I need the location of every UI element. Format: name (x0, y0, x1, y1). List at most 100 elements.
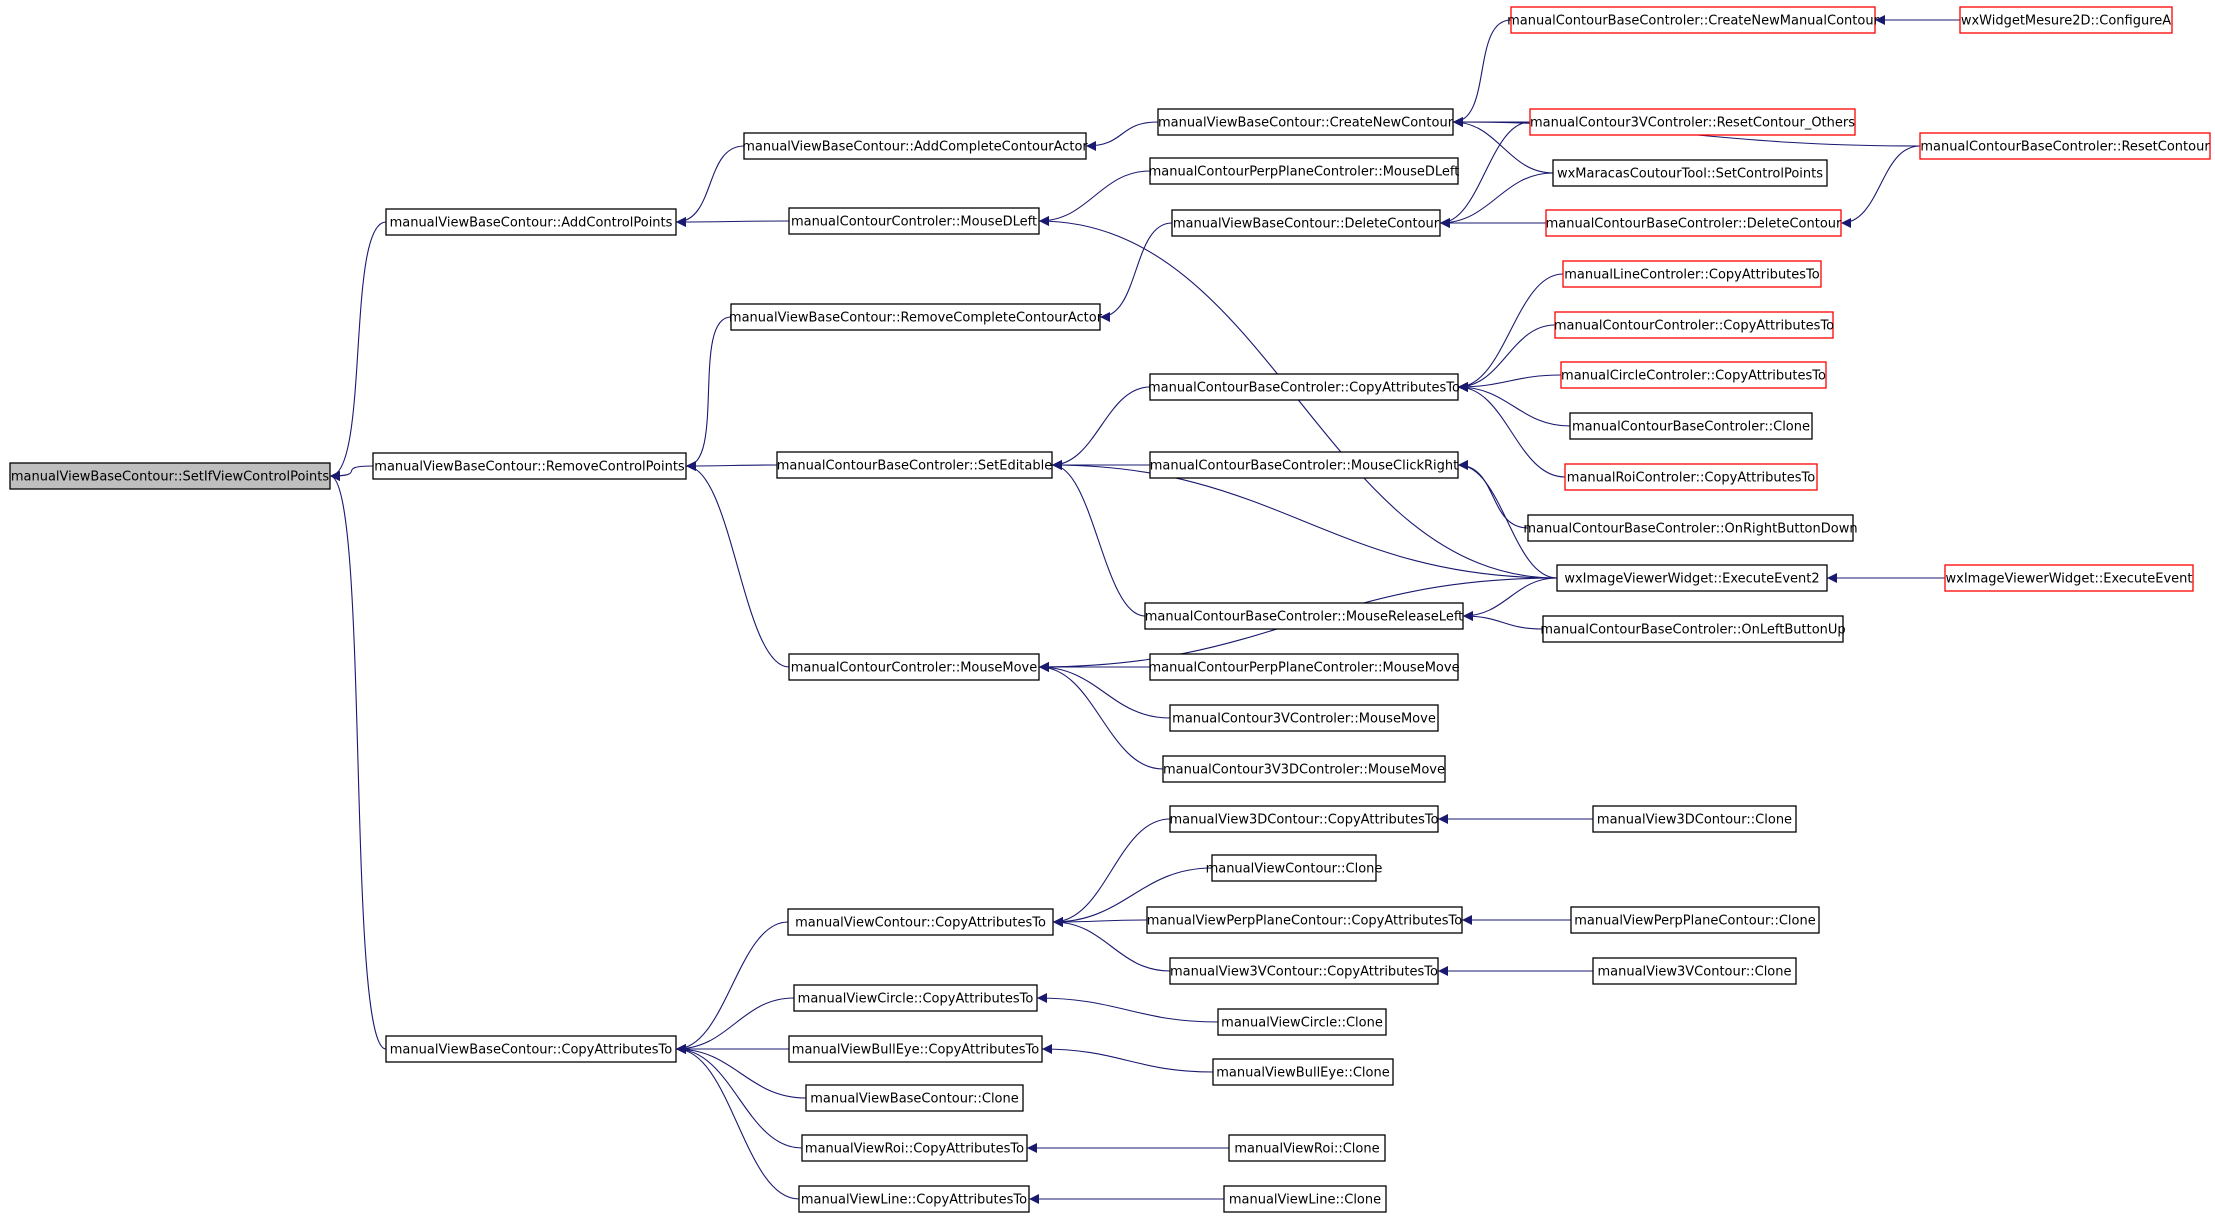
node-label: manualViewBullEye::Clone (1216, 1066, 1389, 1081)
node-box (1144, 602, 1464, 630)
graph-node[interactable]: manualViewContour::Clone (1206, 854, 1383, 882)
graph-node[interactable]: manualContourBaseControler::OnRightButto… (1523, 514, 1858, 542)
graph-node[interactable]: manualViewBullEye::CopyAttributesTo (788, 1035, 1043, 1063)
graph-node[interactable]: manualViewCircle::CopyAttributesTo (793, 984, 1038, 1012)
node-label: manualViewBaseContour::RemoveCompleteCon… (729, 311, 1103, 326)
edge-n33-to-n3 (675, 921, 789, 1054)
graph-node[interactable]: manualCircleControler::CopyAttributesTo (1560, 361, 1827, 389)
graph-node[interactable]: manualLineControler::CopyAttributesTo (1562, 260, 1822, 288)
graph-node[interactable]: manualViewContour::CopyAttributesTo (787, 908, 1054, 936)
graph-node[interactable]: manualViewBaseContour::CreateNewContour (1157, 108, 1454, 136)
edge-n44-to-n35 (1041, 1044, 1214, 1073)
graph-node[interactable]: manualView3DContour::Clone (1592, 805, 1797, 833)
node-label: manualContour3V3DControler::MouseMove (1163, 763, 1445, 778)
node-box (385, 208, 677, 236)
graph-node[interactable]: manualViewBaseContour::AddControlPoints (385, 208, 677, 236)
graph-node[interactable]: manualContourBaseControler::SetEditable (776, 451, 1053, 479)
edge-n24-to-n12 (1457, 273, 1564, 392)
graph-node[interactable]: manualContour3V3DControler::MouseMove (1162, 755, 1446, 783)
node-label: manualRoiControler::CopyAttributesTo (1567, 471, 1815, 486)
graph-node[interactable]: manualView3DContour::CopyAttributesTo (1169, 805, 1439, 833)
edge-n30-to-n14 (1462, 577, 1558, 621)
node-label: manualViewLine::Clone (1229, 1193, 1381, 1208)
graph-node[interactable]: manualContour3VControler::ResetContour_O… (1529, 108, 1856, 136)
edge-n37-to-n3 (675, 1044, 803, 1149)
node-label: manualLineControler::CopyAttributesTo (1564, 268, 1820, 283)
graph-node[interactable]: manualViewPerpPlaneContour::Clone (1570, 906, 1820, 934)
node-box (788, 1035, 1043, 1063)
node-label: manualContourControler::MouseDLeft (791, 215, 1037, 230)
graph-node[interactable]: manualViewRoi::CopyAttributesTo (801, 1134, 1028, 1162)
edge-n7-to-n2 (685, 460, 778, 471)
node-label: manualContourBaseControler::OnRightButto… (1523, 522, 1857, 537)
node-label: manualViewBaseContour::SetIfViewControlP… (11, 470, 330, 485)
edge-n3-to-n0 (329, 471, 387, 1050)
graph-node[interactable]: manualContourControler::MouseDLeft (788, 207, 1040, 235)
graph-node[interactable]: manualViewBaseContour::DeleteContour (1171, 209, 1441, 237)
graph-node[interactable]: wxMaracasCoutourTool::SetControlPoints (1552, 159, 1828, 187)
node-box (1959, 6, 2173, 34)
graph-node[interactable]: manualViewPerpPlaneContour::CopyAttribut… (1146, 906, 1463, 934)
graph-node[interactable]: manualViewBaseContour::CopyAttributesTo (385, 1035, 677, 1063)
node-box (1545, 209, 1842, 237)
graph-node[interactable]: manualContourBaseControler::Clone (1569, 412, 1813, 440)
graph-node[interactable]: manualContourPerpPlaneControler::MouseMo… (1148, 653, 1460, 681)
edge-n4-to-n1 (675, 145, 745, 227)
graph-node[interactable]: manualContourBaseControler::ResetContour (1919, 132, 2211, 160)
edge-n9-to-n4 (1085, 121, 1159, 151)
graph-node[interactable]: manualContourControler::CopyAttributesTo (1554, 311, 1834, 339)
edge-n16-to-n8 (1038, 662, 1171, 719)
graph-node[interactable]: manualViewBaseContour::Clone (805, 1084, 1024, 1112)
graph-node[interactable]: manualContourBaseControler::OnLeftButton… (1540, 615, 1846, 643)
node-label: manualView3VContour::CopyAttributesTo (1170, 965, 1438, 980)
graph-node[interactable]: manualContourControler::MouseMove (788, 653, 1040, 681)
graph-node[interactable]: manualContourBaseControler::MouseClickRi… (1149, 451, 1459, 479)
graph-node[interactable]: wxWidgetMesure2D::ConfigureA (1959, 6, 2173, 34)
graph-node[interactable]: manualContourBaseControler::MouseRelease… (1144, 602, 1464, 630)
graph-node[interactable]: manualViewBullEye::Clone (1212, 1058, 1394, 1086)
edge-n17-to-n8 (1038, 662, 1164, 770)
node-label: manualViewBullEye::CopyAttributesTo (792, 1043, 1039, 1058)
edge-n39-to-n33 (1052, 818, 1171, 927)
graph-node[interactable]: manualViewBaseContour::AddCompleteContou… (742, 132, 1088, 160)
graph-node[interactable]: manualView3VContour::Clone (1592, 957, 1797, 985)
graph-node[interactable]: manualViewBaseContour::RemoveCompleteCon… (729, 303, 1103, 331)
graph-node-root[interactable]: manualViewBaseContour::SetIfViewControlP… (9, 462, 331, 490)
graph-node[interactable]: manualView3VContour::CopyAttributesTo (1169, 957, 1439, 985)
node-label: manualViewCircle::CopyAttributesTo (798, 992, 1034, 1007)
graph-node[interactable]: manualViewLine::Clone (1223, 1185, 1387, 1213)
graph-node[interactable]: manualContourBaseControler::CopyAttribut… (1148, 373, 1460, 401)
graph-node[interactable]: wxImageViewerWidget::ExecuteEvent2 (1556, 564, 1828, 592)
graph-node[interactable]: manualRoiControler::CopyAttributesTo (1564, 463, 1818, 491)
graph-node[interactable]: manualContourBaseControler::CreateNewMan… (1507, 6, 1880, 34)
node-box (1556, 564, 1828, 592)
node-label: manualView3VContour::Clone (1597, 965, 1791, 980)
graph-node[interactable]: manualContourBaseControler::DeleteContou… (1545, 209, 1842, 237)
edge-n32-to-n14 (1462, 611, 1544, 630)
graph-node[interactable]: manualViewRoi::Clone (1228, 1134, 1386, 1162)
edge-n22-to-n11 (1439, 172, 1554, 228)
node-label: manualViewPerpPlaneContour::CopyAttribut… (1147, 914, 1462, 929)
node-box (1527, 514, 1854, 542)
node-label: manualContourBaseControler::CopyAttribut… (1148, 381, 1460, 396)
node-box (385, 1035, 677, 1063)
node-box (1592, 957, 1797, 985)
node-label: manualViewCircle::Clone (1221, 1016, 1383, 1031)
graph-node[interactable]: manualContour3VControler::MouseMove (1169, 704, 1439, 732)
node-box (743, 132, 1087, 160)
node-box (1169, 704, 1439, 732)
graph-node[interactable]: manualViewCircle::Clone (1217, 1008, 1387, 1036)
node-box (793, 984, 1038, 1012)
edge-n40-to-n33 (1052, 867, 1213, 927)
node-label: manualContourControler::MouseMove (791, 661, 1038, 676)
node-box (776, 451, 1053, 479)
node-label: manualContourBaseControler::MouseRelease… (1145, 610, 1464, 625)
graph-node[interactable]: manualViewLine::CopyAttributesTo (798, 1185, 1030, 1213)
node-label: wxMaracasCoutourTool::SetControlPoints (1557, 167, 1823, 182)
node-label: manualViewBaseContour::RemoveControlPoin… (374, 460, 685, 475)
graph-node[interactable]: manualViewBaseContour::RemoveControlPoin… (372, 452, 687, 480)
graph-node[interactable]: wxImageViewerWidget::ExecuteEvent (1944, 564, 2194, 592)
node-label: manualContourBaseControler::OnLeftButton… (1540, 623, 1845, 638)
node-box (801, 1134, 1028, 1162)
graph-node[interactable]: manualContourPerpPlaneControler::MouseDL… (1149, 157, 1460, 185)
